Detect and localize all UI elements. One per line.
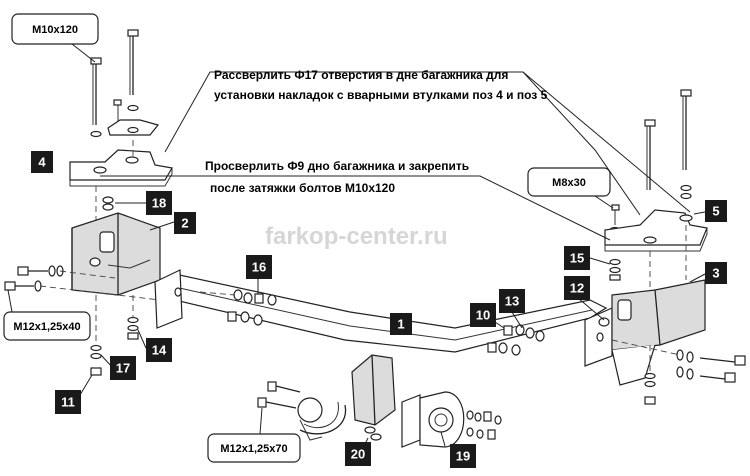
bolt-set-10-13: [487, 324, 545, 356]
svg-text:11: 11: [61, 395, 75, 410]
svg-text:17: 17: [116, 361, 130, 376]
svg-text:М8х30: М8х30: [552, 177, 586, 189]
right-side-bolts: [611, 339, 746, 405]
tow-mount-20: [297, 354, 396, 441]
svg-text:М12х1,25х40: М12х1,25х40: [13, 321, 80, 333]
part-badge-3: 3: [689, 262, 727, 284]
callout-m8x30: М8х30: [527, 167, 614, 209]
part-badge-16: 16: [246, 255, 272, 294]
callout-m10x120: М10х120: [11, 13, 99, 63]
part-badge-18: 18: [115, 191, 172, 215]
note-drill-f17-line1: Рассверлить Ф17 отверстия в дне багажник…: [214, 68, 508, 82]
lower-bolts-m12x70: [257, 381, 301, 409]
svg-text:М12х1,25х70: М12х1,25х70: [220, 443, 287, 455]
bracket-2: [71, 196, 161, 296]
bracket-3: [598, 279, 706, 386]
part-badge-14: 14: [137, 329, 172, 362]
part-badge-5: 5: [693, 200, 727, 222]
svg-text:20: 20: [351, 447, 365, 462]
watermark: farkop-center.ru: [265, 223, 448, 250]
nut-set-15: [609, 258, 621, 281]
part-badge-19: 19: [440, 431, 476, 468]
svg-text:13: 13: [505, 294, 519, 309]
svg-text:12: 12: [570, 281, 584, 296]
svg-text:15: 15: [570, 251, 584, 266]
svg-text:5: 5: [712, 204, 719, 219]
note-drill-f9-line2: после затяжки болтов М10х120: [210, 181, 395, 195]
callout-m12x125x70: М12х1,25х70: [207, 407, 301, 463]
note-drill-f17-line2: установки накладок с вварными втулками п…: [214, 88, 548, 102]
left-lower-nuts: [90, 295, 139, 376]
svg-text:М10х120: М10х120: [32, 24, 78, 36]
svg-text:4: 4: [38, 155, 46, 170]
crossbar-1: [154, 269, 613, 367]
socket-plate-19: [401, 391, 502, 448]
plate-5: [604, 209, 708, 252]
part-badge-10: 10: [470, 303, 505, 329]
part-badge-4: 4: [31, 151, 53, 173]
left-side-bolts: [4, 265, 161, 301]
svg-text:1: 1: [397, 317, 404, 332]
part-badge-2: 2: [149, 212, 196, 234]
leader-drill-f9: [100, 175, 611, 241]
svg-text:3: 3: [712, 266, 719, 281]
part-badge-20: 20: [345, 437, 371, 466]
part-badge-13: 13: [499, 289, 525, 329]
part-badge-17: 17: [100, 354, 136, 380]
svg-text:18: 18: [152, 196, 166, 211]
part-badge-11: 11: [55, 374, 93, 414]
svg-text:16: 16: [252, 260, 266, 275]
callout-m12x125x40: М12х1,25х40: [3, 289, 91, 341]
part-badge-12: 12: [564, 276, 605, 321]
right-long-bolts: [609, 89, 692, 234]
note-drill-f9-line1: Просверлить Ф9 дно багажника и закрепить: [205, 159, 469, 173]
part-badge-1: 1: [390, 313, 412, 335]
bolt-set-16: [199, 289, 277, 326]
svg-text:2: 2: [181, 216, 188, 231]
part-badge-15: 15: [564, 246, 611, 270]
plate-4: [69, 119, 173, 187]
svg-text:10: 10: [476, 308, 490, 323]
svg-text:19: 19: [456, 449, 470, 464]
svg-text:14: 14: [152, 343, 167, 358]
